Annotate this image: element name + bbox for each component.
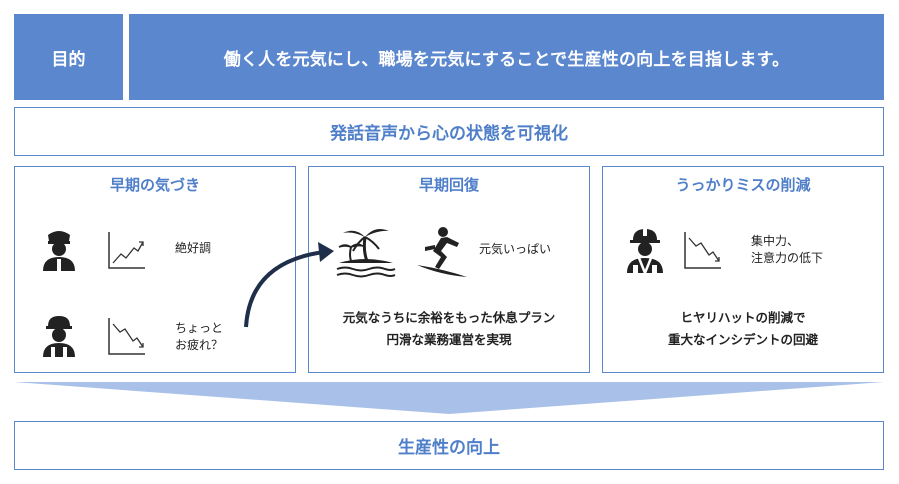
police-officer-icon <box>43 231 75 271</box>
worker-icon <box>43 316 75 357</box>
surfer-icon <box>417 227 467 277</box>
caption-line-2: 円滑な業務運営を実現 <box>386 332 512 347</box>
status-text-focus-decline: 集中力、 注意力の低下 <box>751 233 823 267</box>
panel-early-awareness: 早期の気づき 絶好調 ちょっと お疲れ？ <box>14 166 296 373</box>
island-palm-icon <box>336 229 396 278</box>
panel-caption: 元気なうちに余裕をもった休息プラン 円滑な業務運営を実現 <box>309 307 589 351</box>
result-productivity: 生産性の向上 <box>14 421 884 470</box>
caption-line-1: 元気なうちに余裕をもった休息プラン <box>342 310 556 325</box>
panel-mistake-reduction: うっかりミスの削減 集中力、 注意力の低下 ヒヤリハットの削減で 重大なインシデ… <box>602 166 884 373</box>
status-line-2: 注意力の低下 <box>751 251 824 265</box>
recovery-flow-arrow <box>244 242 334 328</box>
down-arrow-band <box>14 382 884 414</box>
purpose-statement: 働く人を元気にし、職場を元気にすることで生産性の向上を目指します。 <box>129 14 884 100</box>
panel-title: 早期の気づき <box>109 176 200 194</box>
caption-line-1: ヒヤリハットの削減で <box>680 310 806 325</box>
panel-caption: ヒヤリハットの削減で 重大なインシデントの回避 <box>603 307 883 351</box>
status-text-energetic: 元気いっぱい <box>479 242 552 256</box>
trend-down-icon <box>108 318 145 355</box>
purpose-label: 目的 <box>14 14 123 100</box>
panel-early-recovery: 早期回復 元気いっぱい 元気なうちに余裕をもった休息プラン 円滑な業務運営を実現 <box>308 166 590 373</box>
panel-title: 早期回復 <box>418 176 479 194</box>
status-text-tired-line2: お疲れ？ <box>175 338 224 352</box>
trend-up-icon <box>108 232 145 269</box>
trend-down-icon <box>684 232 721 269</box>
panel-title: うっかりミスの削減 <box>675 176 811 194</box>
visualization-banner: 発話音声から心の状態を可視化 <box>14 107 884 156</box>
status-line-1: 集中力、 <box>751 234 800 248</box>
status-text-good: 絶好調 <box>175 241 212 255</box>
status-text-tired-line1: ちょっと <box>175 321 224 335</box>
status-text-tired: ちょっと お疲れ？ <box>175 320 223 354</box>
construction-worker-icon <box>627 228 663 273</box>
caption-line-2: 重大なインシデントの回避 <box>667 332 818 347</box>
